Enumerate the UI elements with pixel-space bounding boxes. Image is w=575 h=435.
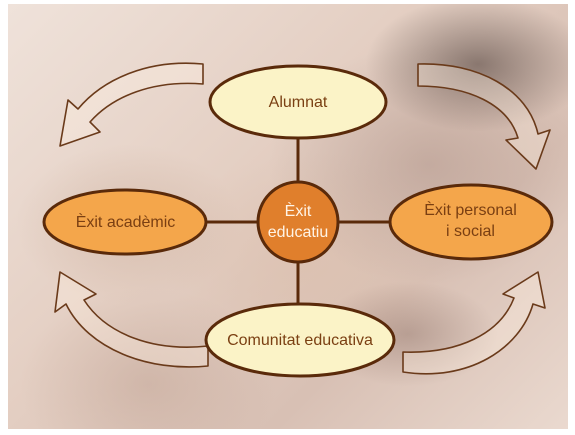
curved-arrow-icon — [59, 62, 204, 147]
node-left — [42, 188, 208, 256]
curved-arrow-icon — [417, 63, 551, 170]
node-bottom-label: Comunitat educativa — [227, 331, 373, 349]
curved-arrow-icon — [54, 271, 209, 368]
node-center-label: Èxit educatiu — [267, 203, 329, 241]
curved-arrow-icon — [402, 271, 546, 375]
node-right — [388, 183, 554, 261]
slide-background: Alumnat Èxit acadèmic Èxit personal i so… — [8, 4, 568, 429]
node-center — [256, 180, 340, 264]
node-left-label: Èxit acadèmic — [75, 213, 176, 231]
node-top-label: Alumnat — [268, 93, 328, 111]
node-right-label: Èxit personal i social — [424, 202, 517, 240]
node-top — [208, 64, 388, 140]
cycle-diagram — [42, 62, 554, 378]
node-bottom — [204, 302, 396, 378]
